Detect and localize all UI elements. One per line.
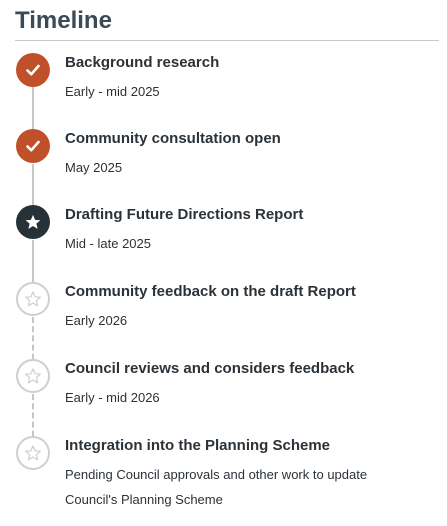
upcoming-marker xyxy=(16,282,50,316)
timeline-item-council-reviews: Council reviews and considers feedback E… xyxy=(15,359,447,410)
item-title: Integration into the Planning Scheme xyxy=(65,437,331,454)
timeline-item-planning-scheme: Integration into the Planning Scheme Pen… xyxy=(15,436,447,512)
timeline-title: Timeline xyxy=(15,7,112,34)
check-icon xyxy=(25,62,41,78)
item-date: Early - mid 2025 xyxy=(65,84,160,99)
timeline-connector xyxy=(31,164,34,216)
current-marker xyxy=(16,205,50,239)
item-title: Drafting Future Directions Report xyxy=(65,206,304,223)
star-outline-icon xyxy=(24,444,42,462)
item-title: Background research xyxy=(65,54,220,71)
upcoming-marker xyxy=(16,359,50,393)
title-divider xyxy=(15,40,439,41)
timeline-connector xyxy=(31,394,34,446)
star-outline-icon xyxy=(24,290,42,308)
item-title: Community feedback on the draft Report xyxy=(65,283,356,300)
timeline-connector xyxy=(31,240,34,293)
completed-marker xyxy=(16,129,50,163)
timeline-item-background-research: Background research Early - mid 2025 xyxy=(15,53,447,104)
upcoming-marker xyxy=(16,436,50,470)
item-title: Council reviews and considers feedback xyxy=(65,360,355,377)
timeline-item-drafting-report: Drafting Future Directions Report Mid - … xyxy=(15,205,447,256)
timeline-connector xyxy=(31,317,34,369)
star-icon xyxy=(24,213,42,231)
item-date: Pending Council approvals and other work… xyxy=(65,467,368,507)
item-title: Community consultation open xyxy=(65,130,281,147)
check-icon xyxy=(25,138,41,154)
item-date: Early 2026 xyxy=(65,313,128,328)
timeline-connector xyxy=(31,87,34,139)
item-date: May 2025 xyxy=(65,160,123,175)
timeline-section: Timeline Background research Early - mid… xyxy=(15,0,439,507)
timeline-item-community-consultation: Community consultation open May 2025 xyxy=(15,129,447,180)
timeline-item-community-feedback: Community feedback on the draft Report E… xyxy=(15,282,447,333)
item-date: Mid - late 2025 xyxy=(65,236,151,251)
completed-marker xyxy=(16,53,50,87)
item-date: Early - mid 2026 xyxy=(65,390,160,405)
star-outline-icon xyxy=(24,367,42,385)
